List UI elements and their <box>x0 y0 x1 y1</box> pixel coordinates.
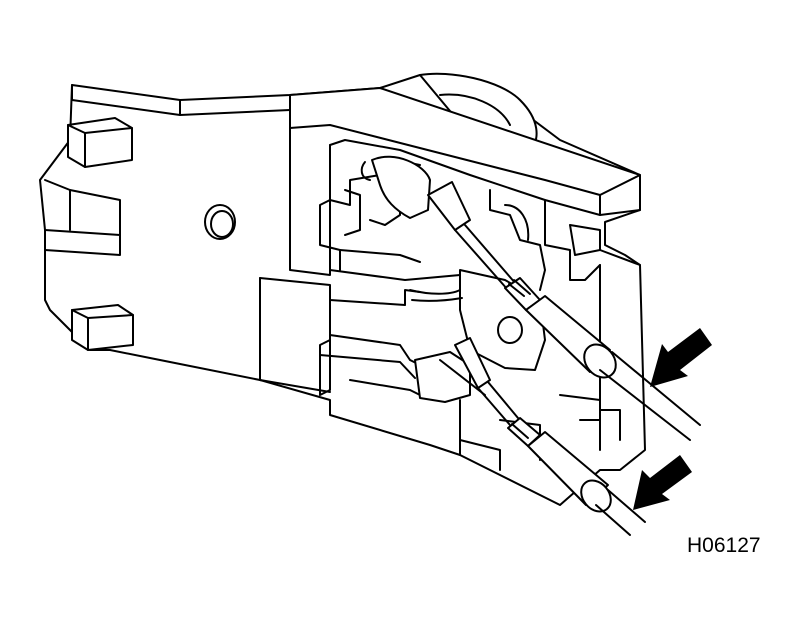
lower-cable <box>455 338 645 535</box>
mounting-tab-lower <box>72 305 133 350</box>
housing-box <box>260 88 640 470</box>
arrow-down-left-icon <box>633 455 692 510</box>
mounting-tab-upper <box>68 118 132 167</box>
arrow-down-left-icon <box>650 328 712 387</box>
upper-lever <box>362 157 430 218</box>
mounting-hole <box>205 205 235 239</box>
lower-lever <box>415 352 485 402</box>
figure-code: H06127 <box>687 534 761 557</box>
left-slot <box>45 180 120 255</box>
upper-cable <box>428 182 700 440</box>
